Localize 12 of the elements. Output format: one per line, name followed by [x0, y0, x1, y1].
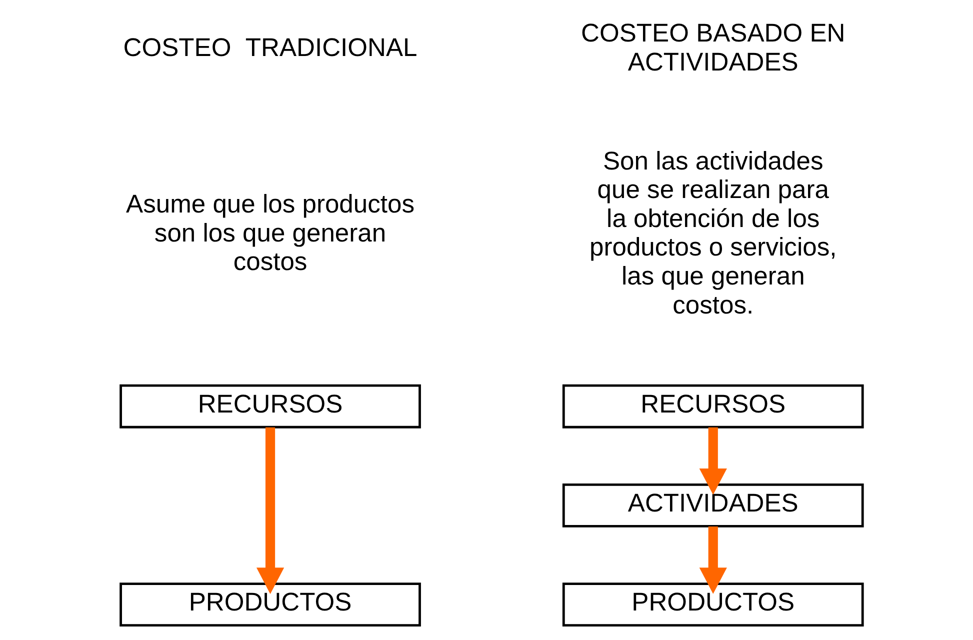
node-box: RECURSOS [120, 384, 421, 428]
arrow [699, 526, 727, 594]
label: Asume que los productos son los que generan costos [126, 190, 414, 276]
node-box: RECURSOS [562, 384, 864, 428]
node-box: ACTIVIDADES [562, 483, 864, 528]
label: Son las actividades que se realizan para la obtención de los productos o servicios, las que generan costos. [590, 147, 837, 320]
node-box: PRODUCTOS [562, 582, 864, 627]
label: COSTEO TRADICIONAL [123, 34, 418, 62]
node-box: PRODUCTOS [120, 582, 421, 627]
label: COSTEO BASADO EN ACTIVIDADES [581, 20, 846, 76]
arrow [256, 427, 284, 594]
arrow [699, 427, 727, 495]
